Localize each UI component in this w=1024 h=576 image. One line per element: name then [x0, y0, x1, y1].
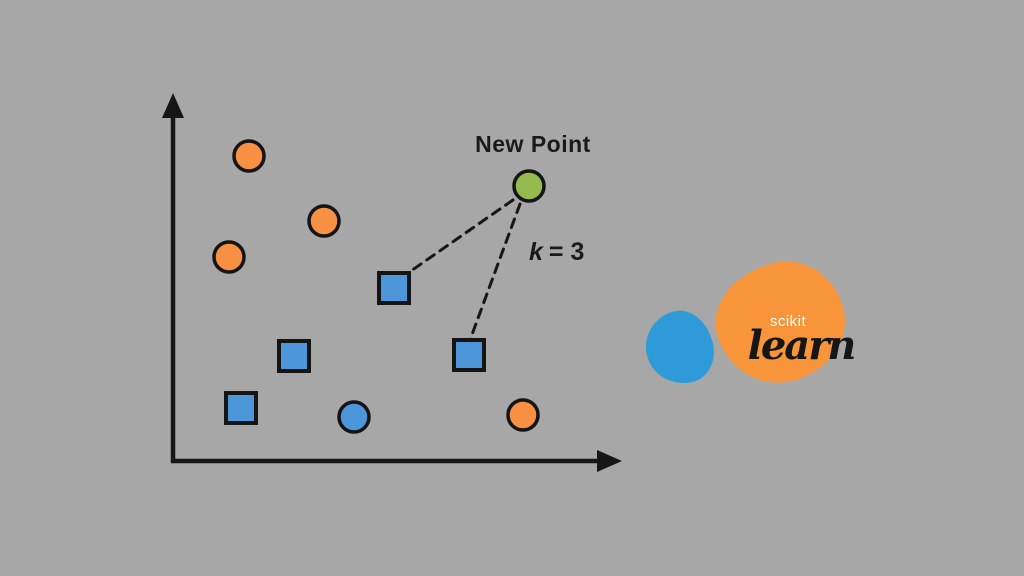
data-point-blue-square — [452, 338, 486, 372]
data-point-blue-circle — [337, 400, 371, 434]
k-value: = 3 — [548, 238, 585, 266]
data-point-blue-square — [277, 339, 311, 373]
y-axis-arrowhead-icon — [162, 93, 184, 118]
data-point-orange-circle — [307, 204, 341, 238]
k-symbol: k — [529, 238, 543, 266]
x-axis-arrowhead-icon — [597, 450, 622, 472]
learn-logo-text: learn — [747, 322, 857, 369]
data-point-blue-square — [224, 391, 258, 425]
nearest-neighbor-dashed-link — [468, 202, 522, 342]
scikit-logo-text: scikit — [769, 313, 807, 330]
k-equals-3-label: k= 3 — [529, 238, 584, 267]
data-point-orange-circle — [506, 398, 540, 432]
data-point-orange-circle — [212, 240, 246, 274]
new-point-label: New Point — [475, 131, 591, 157]
data-point-new-point — [512, 169, 546, 203]
nearest-neighbor-dashed-link — [406, 198, 515, 275]
data-point-orange-circle — [232, 139, 266, 173]
data-point-blue-square — [377, 271, 411, 305]
